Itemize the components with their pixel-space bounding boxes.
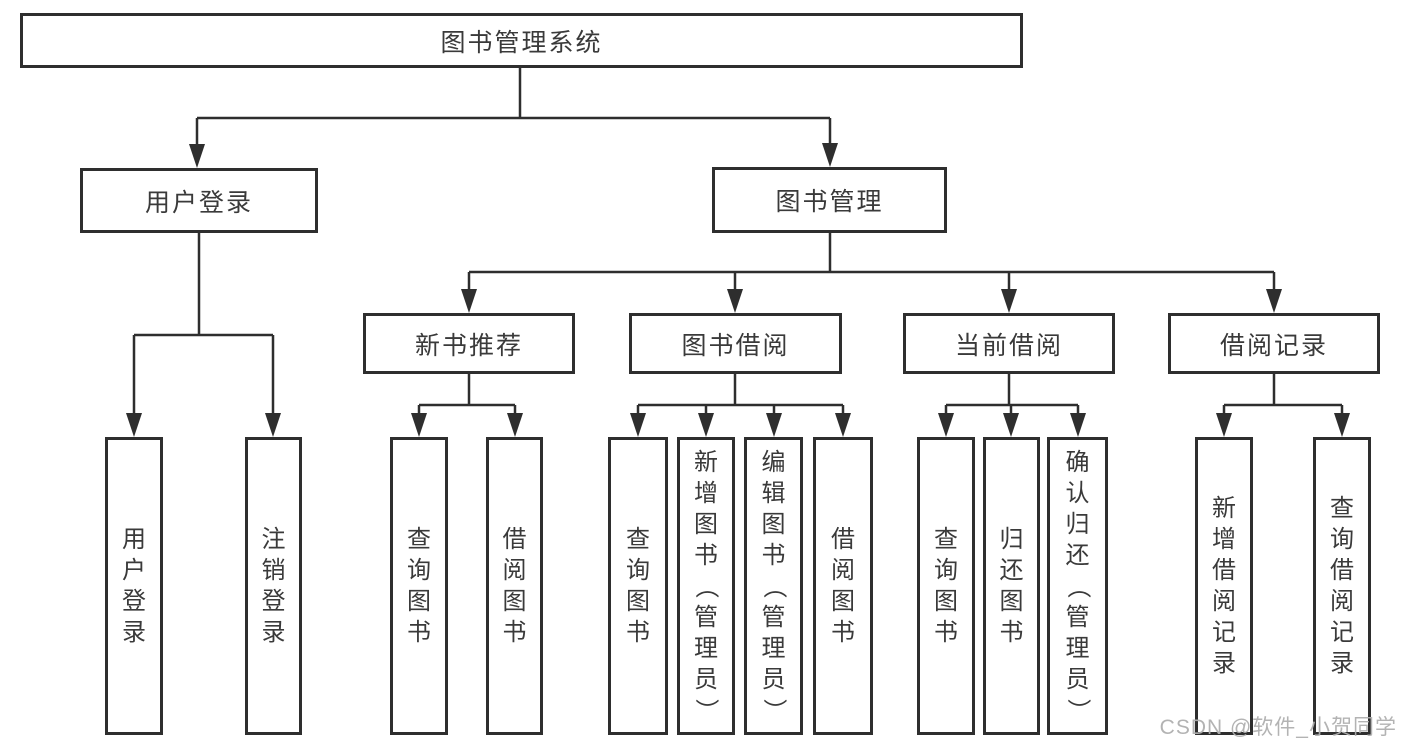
node-new-book-recommend: 新书推荐 [363,313,575,374]
node-leaf-bb-query-book-label: 查询图书 [626,526,650,646]
node-current-borrow: 当前借阅 [903,313,1115,374]
node-leaf-nbr-query-book: 查询图书 [390,437,448,735]
node-root-label: 图书管理系统 [440,28,603,57]
node-book-mgmt-label: 图书管理 [775,188,884,216]
node-leaf-cb-query-book-label: 查询图书 [934,526,958,646]
node-leaf-nbr-borrow-book: 借阅图书 [486,437,543,735]
node-user-login: 用户登录 [80,168,318,233]
connector-book-mgmt-to-level3 [467,233,1276,295]
node-leaf-nbr-borrow-book-label: 借阅图书 [502,526,527,646]
node-borrow-record-label: 借阅记录 [1219,331,1328,360]
node-book-mgmt: 图书管理 [712,167,947,233]
node-leaf-br-query-record-label: 查询借阅记录 [1330,495,1354,677]
node-leaf-bb-query-book: 查询图书 [608,437,668,735]
node-borrow-record: 借阅记录 [1168,313,1380,374]
node-leaf-bb-edit-book-label: 编辑图书（管理员） [760,448,787,723]
arrowheads-level4 [411,413,1350,437]
node-book-borrow: 图书借阅 [629,313,842,374]
node-user-login-label: 用户登录 [144,188,253,217]
node-leaf-br-add-record-label: 新增借阅记录 [1212,495,1236,677]
node-leaf-br-query-record: 查询借阅记录 [1313,437,1371,735]
connector-user-login-children [132,233,275,420]
node-leaf-bb-edit-book: 编辑图书（管理员） [744,437,803,735]
node-current-borrow-label: 当前借阅 [954,331,1063,360]
node-leaf-logout: 注销登录 [245,437,302,735]
arrowheads-user-login-children [126,413,281,437]
node-leaf-user-login-label: 用户登录 [122,526,146,646]
node-new-book-recommend-label: 新书推荐 [414,331,523,360]
node-leaf-logout-label: 注销登录 [261,526,286,646]
node-root: 图书管理系统 [20,13,1023,68]
arrowheads-level3 [461,289,1282,313]
node-leaf-bb-borrow-book: 借阅图书 [813,437,873,735]
connector-root-to-level2 [195,68,832,150]
csdn-watermark: CSDN @软件_小贺同学 [1159,716,1397,739]
node-book-borrow-label: 图书借阅 [681,331,790,360]
arrowheads-level2 [189,143,838,168]
connector-level3-children [417,374,1344,420]
node-leaf-cb-return-book: 归还图书 [983,437,1040,735]
node-leaf-cb-confirm-return: 确认归还（管理员） [1047,437,1108,735]
node-leaf-nbr-query-book-label: 查询图书 [407,526,431,646]
node-leaf-user-login: 用户登录 [105,437,163,735]
node-leaf-bb-borrow-book-label: 借阅图书 [831,526,855,646]
node-leaf-br-add-record: 新增借阅记录 [1195,437,1253,735]
node-leaf-bb-add-book-label: 新增图书（管理员） [692,448,720,723]
node-leaf-bb-add-book: 新增图书（管理员） [677,437,735,735]
node-leaf-cb-query-book: 查询图书 [917,437,975,735]
node-leaf-cb-return-book-label: 归还图书 [999,526,1024,646]
node-leaf-cb-confirm-return-label: 确认归还（管理员） [1064,448,1091,723]
